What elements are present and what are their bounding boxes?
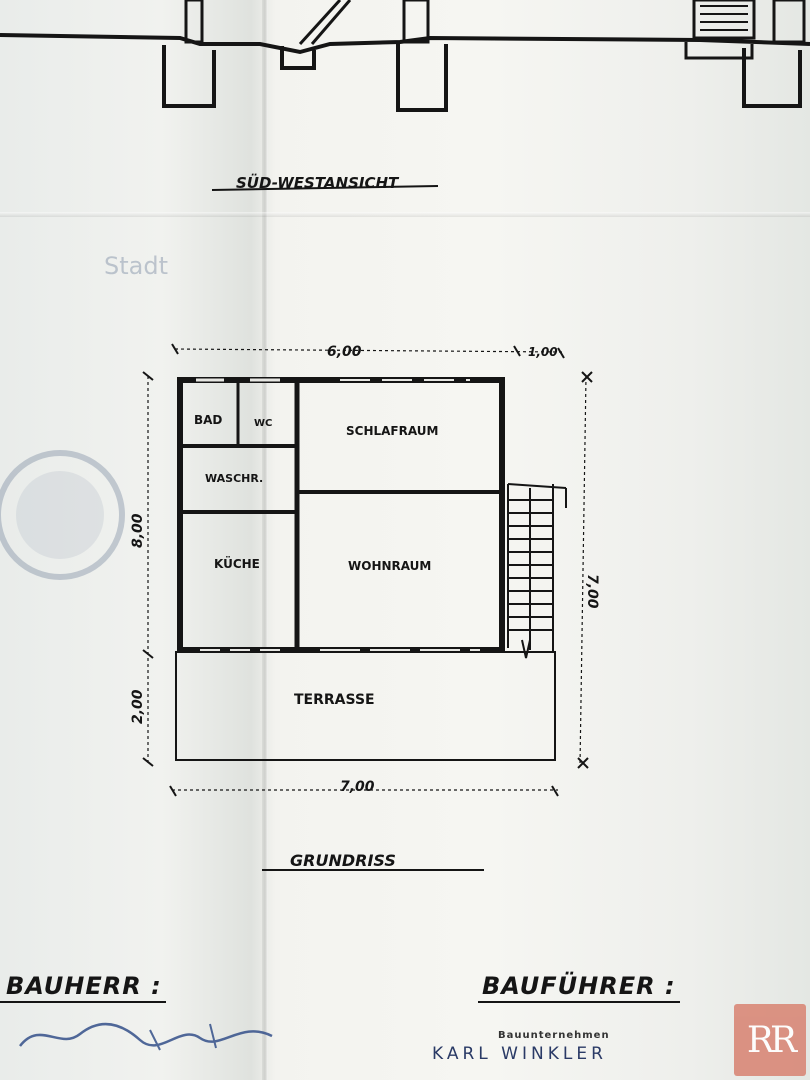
floor-plan xyxy=(142,343,593,797)
room-terrasse: TERRASSE xyxy=(294,692,375,708)
room-kueche: KÜCHE xyxy=(214,556,260,571)
elevation-drawing xyxy=(0,0,810,112)
dim-top-side: 1,00 xyxy=(528,345,558,359)
terrace-outline xyxy=(175,651,556,761)
dim-right: 7,00 xyxy=(584,574,600,609)
company-name: KARL WINKLER xyxy=(432,1044,607,1064)
watermark-logo: RR xyxy=(734,1004,806,1076)
dim-left-terrace: 2,00 xyxy=(130,689,146,724)
room-waschraum: WASCHR. xyxy=(205,472,263,485)
stamp-text: Stadt xyxy=(104,252,168,280)
bauherr-label: BAUHERR : xyxy=(0,972,166,1003)
dim-top-main: 6,00 xyxy=(327,344,362,360)
company-type: Bauunternehmen xyxy=(498,1030,610,1041)
paper-fold-horizontal xyxy=(0,212,810,217)
room-wohnraum: WOHNRAUM xyxy=(348,559,431,573)
official-seal xyxy=(0,450,125,580)
bauherr-signature xyxy=(10,1010,280,1068)
room-schlafraum: SCHLAFRAUM xyxy=(346,424,438,438)
baufuehrer-label: BAUFÜHRER : xyxy=(478,972,680,1003)
dimension-lines xyxy=(147,348,587,791)
dim-bottom: 7,00 xyxy=(340,779,375,795)
dimension-ticks xyxy=(142,343,593,797)
dim-left-main: 8,00 xyxy=(130,513,146,548)
outer-walls xyxy=(177,377,505,653)
elevation-title-underline xyxy=(211,185,439,191)
room-bad: BAD xyxy=(194,413,222,427)
room-wc: WC xyxy=(254,418,272,429)
paper-fold-vertical xyxy=(262,0,268,1080)
stairs xyxy=(507,483,567,659)
plan-title: GRUNDRISS xyxy=(290,851,396,870)
